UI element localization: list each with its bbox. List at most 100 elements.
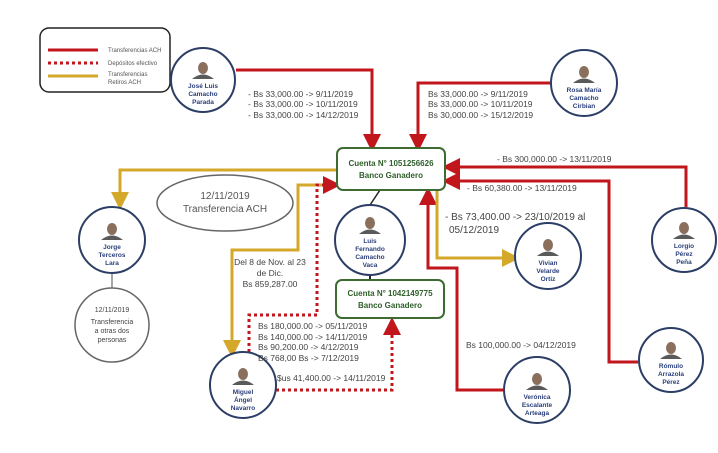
link-luis-account1 [369,189,381,206]
person-photo-body [660,354,682,359]
person-photo [107,223,117,235]
person-photo [238,368,248,380]
flow-miguel-retiro [223,183,337,358]
person-name: Parada [192,99,214,106]
person-node-border [651,207,717,273]
person-name: Camacho [355,254,384,261]
note-oval: 12/11/2019 Transferencia ACH [156,174,294,232]
person-name: Miguel [233,389,254,396]
note-oval-date: 12/11/2019 [200,191,250,202]
person-photo [198,62,208,74]
amount-miguel-cash: Bs 768,00 Bs -> 7/12/2019 [258,353,359,363]
note-oval-text: Transferencia ACH [183,204,267,215]
person-photo [579,66,589,78]
person-photo-body [537,251,559,256]
note-circle-line: Transferencia [91,319,134,326]
person-name: Lorgio [674,243,694,250]
person-name: Vaca [363,262,378,269]
person-name: Rosa María [567,87,602,94]
account-1[interactable]: Cuenta N° 1051256626 Banco Ganadero [336,147,446,191]
amount-miguel-cash: Bs 90,200.00 -> 4/12/2019 [258,342,359,352]
account-2-number: Cuenta N° 1042149775 [347,289,433,298]
note-circle: 12/11/2019 Transferencia a otras dos per… [74,287,150,363]
person-photo [543,239,553,251]
person-photo-body [192,74,214,79]
legend-retiros-label: Transferencias [108,72,147,78]
flow-lorgio [442,158,688,207]
person-photo-body [359,229,381,234]
account-2[interactable]: Cuenta N° 1042149775 Banco Ganadero [335,279,445,319]
flow-vivian [435,190,520,267]
amount-jose: - Bs 33,000.00 -> 14/12/2019 [248,110,359,120]
account-2-bank: Banco Ganadero [358,301,422,310]
person-node-border [334,204,406,276]
person-name: Luis [363,238,377,245]
person-photo [666,342,676,354]
person-name: Escalante [522,402,553,409]
amount-miguel-retiro: Bs 859,287.00 [243,279,298,289]
person-name: Arrazola [658,371,684,378]
amount-miguel-cash: Bs 140,000.00 -> 14/11/2019 [258,332,368,342]
person-name: Terceros [99,252,126,259]
person-name: Verónica [523,394,550,401]
person-name: Camacho [569,95,598,102]
person-name: Peña [676,259,692,266]
person-name: Pérez [662,379,680,386]
account-1-number: Cuenta N° 1051256626 [348,159,434,168]
amount-lorgio: - Bs 300,000.00 -> 13/11/2019 [497,154,612,164]
person-photo-body [673,234,695,239]
amount-veronica: Bs 100,000.00 -> 04/12/2019 [466,340,576,350]
person-name: Rómulo [659,363,683,370]
flow-romulo [442,172,638,364]
flow-veronica [419,187,504,392]
note-circle-line: a otras dos [95,328,130,335]
account-1-bank: Banco Ganadero [359,171,423,180]
amount-rosa: Bs 33,000.00 -> 10/11/2019 [428,99,533,109]
amount-miguel-retiro: Del 8 de Nov. al 23 [234,257,306,267]
person-photo [365,217,375,229]
amount-vivian: - Bs 73,400.00 -> 23/10/2019 al [445,212,585,223]
person-name: Ortiz [541,276,557,283]
legend-ach-label: Transferencias ACH [108,48,161,54]
person-node-border [170,47,236,113]
note-circle-line: personas [98,337,127,344]
person-photo [679,222,689,234]
person-name: Vivian [538,260,557,267]
legend-retiros-label-2: Retiros ACH [108,80,141,86]
amounts: - Bs 33,000.00 -> 9/11/2019 - Bs 33,000.… [234,89,612,383]
person-name: Cirbian [573,103,595,110]
amount-jose: - Bs 33,000.00 -> 10/11/2019 [248,99,358,109]
person-photo-body [232,380,254,385]
person-name: Camacho [188,91,217,98]
flow-miguel-usd [276,317,401,392]
person-name: Velarde [536,268,560,275]
amount-rosa: Bs 30,000.00 -> 15/12/2019 [428,110,533,120]
flow-rosa [409,81,551,152]
flow-miguel-cash [247,176,341,352]
person-node-border [638,327,704,393]
person-photo-body [526,385,548,390]
person-name: Jorge [103,244,121,251]
person-name: José Luis [188,83,218,90]
person-name: Arteaga [525,410,550,417]
amount-rosa: Bs 33,000.00 -> 9/11/2019 [428,89,528,99]
flow-jorge [111,168,337,210]
flow-jose [236,68,381,152]
amount-vivian: 05/12/2019 [449,225,499,236]
person-name: Ángel [234,395,252,404]
person-photo-body [101,235,123,240]
amount-romulo: - Bs 60,380.00 -> 13/11/2019 [467,183,577,193]
legend-cash-label: Depósitos efectivo [108,61,158,67]
amount-jose: - Bs 33,000.00 -> 9/11/2019 [248,89,353,99]
amount-miguel-retiro: de Dic. [257,268,283,278]
